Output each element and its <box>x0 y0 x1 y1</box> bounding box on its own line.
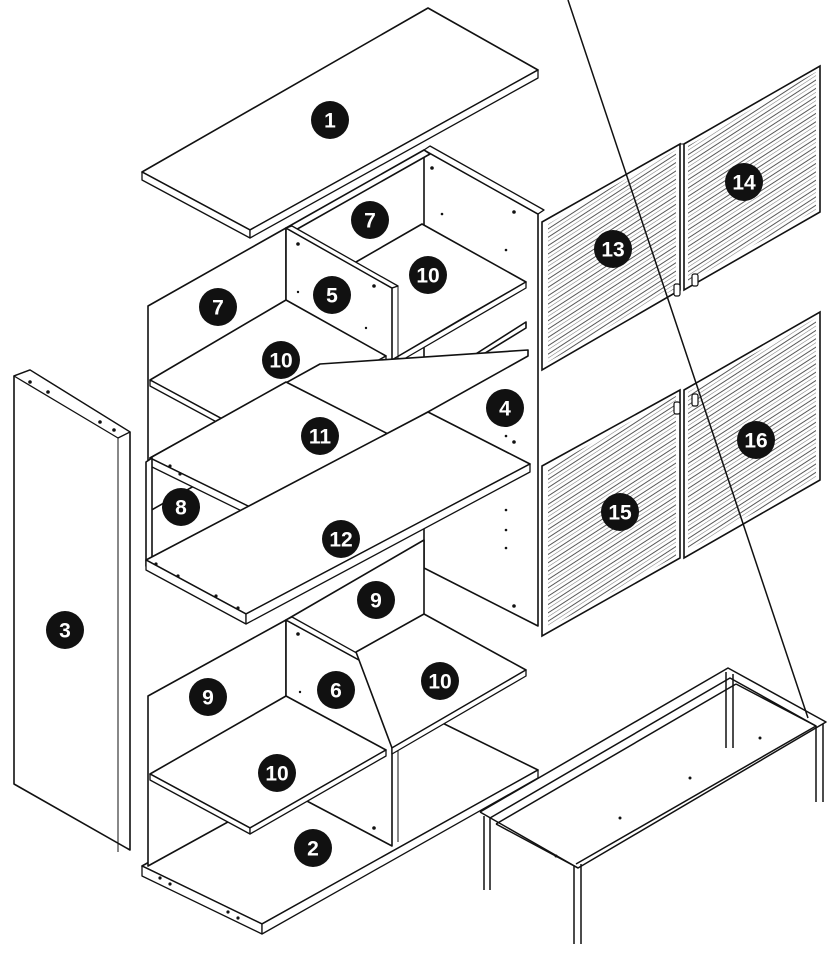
part-badge-12-label: 12 <box>329 529 352 552</box>
part-badge-9-left: 9 <box>189 678 227 716</box>
part-badge-15-label: 15 <box>608 502 632 525</box>
part-badge-3: 3 <box>46 611 84 649</box>
part-badge-3-label: 3 <box>59 620 71 643</box>
part-badge-5: 5 <box>313 276 351 314</box>
part-badge-12: 12 <box>322 520 360 558</box>
part-badge-10-upper-left: 10 <box>262 341 300 379</box>
part-badge-10-lower-right: 10 <box>421 662 459 700</box>
part-badge-8-label: 8 <box>175 497 187 520</box>
part-badge-9-upper: 9 <box>357 581 395 619</box>
part-badge-4-label: 4 <box>499 398 511 421</box>
part-badge-7-upper: 7 <box>351 201 389 239</box>
part-badge-13: 13 <box>594 230 632 268</box>
part-badge-7-upper-label: 7 <box>364 210 376 233</box>
part-badge-1-label: 1 <box>324 110 336 133</box>
part-badge-8: 8 <box>162 488 200 526</box>
part-badge-15: 15 <box>601 493 639 531</box>
part-badge-13-label: 13 <box>601 239 624 262</box>
part-badge-5-label: 5 <box>326 285 338 308</box>
part-badge-10-upper-left-label: 10 <box>269 350 292 373</box>
part-badge-9-left-label: 9 <box>202 687 214 710</box>
part-badge-11: 11 <box>301 417 339 455</box>
door-knob <box>673 393 699 415</box>
part-badge-6-label: 6 <box>330 680 342 703</box>
part-badge-10-lower-right-label: 10 <box>428 671 451 694</box>
upper-doors <box>541 64 821 372</box>
part-badge-4: 4 <box>486 389 524 427</box>
part-badge-16-label: 16 <box>744 430 767 453</box>
part-badge-2-label: 2 <box>307 838 319 861</box>
part-badge-6: 6 <box>317 671 355 709</box>
part-badge-16: 16 <box>737 421 775 459</box>
part-badge-10-lower-left: 10 <box>258 754 296 792</box>
part-badge-9-upper-label: 9 <box>370 590 382 613</box>
side-panel-3 <box>13 369 131 852</box>
part-badges: 1 2 3 4 5 6 7 7 <box>46 101 775 867</box>
part-badge-7-left: 7 <box>199 288 237 326</box>
part-badge-7-left-label: 7 <box>212 297 224 320</box>
part-badge-14-label: 14 <box>732 172 756 195</box>
base-frame <box>479 0 827 944</box>
part-badge-10-lower-left-label: 10 <box>265 763 288 786</box>
part-badge-1: 1 <box>311 101 349 139</box>
shelf-12 <box>145 411 531 625</box>
door-knob <box>673 273 699 297</box>
part-badge-10-upper-right-label: 10 <box>416 265 439 288</box>
part-badge-2: 2 <box>294 829 332 867</box>
lower-doors <box>541 310 821 638</box>
part-badge-11-label: 11 <box>309 426 332 449</box>
part-badge-10-upper-right: 10 <box>409 256 447 294</box>
part-badge-14: 14 <box>725 163 763 201</box>
